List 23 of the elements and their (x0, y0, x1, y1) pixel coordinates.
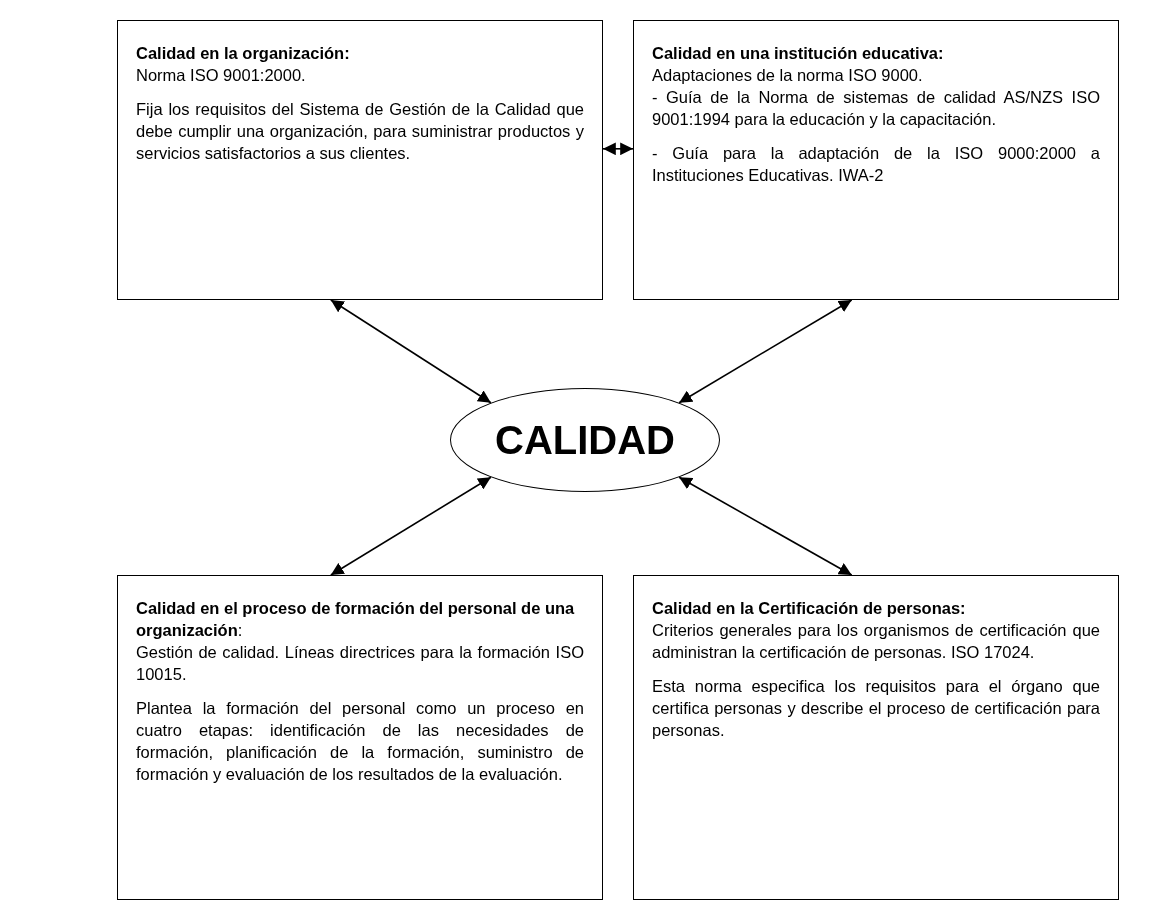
box-paragraph: Gestión de calidad. Líneas directrices para la formación ISO 10015. (136, 641, 584, 685)
text-box (117, 20, 603, 300)
box-paragraph: Esta norma especifica los requisitos para el órgano que certifica personas y describe el proceso de certificación para personas. (652, 675, 1100, 741)
box-heading: Calidad en el proceso de formación del personal de una organización: (136, 598, 576, 641)
double-arrow (330, 299, 492, 404)
text-box (117, 575, 603, 900)
box-heading: Calidad en la Certificación de personas: (652, 598, 967, 619)
text-box (633, 575, 1119, 900)
box-paragraph: Fija los requisitos del Sistema de Gestión de la Calidad que debe cumplir una organización, para suministrar productos y servicios satisfactorios a sus clientes. (136, 98, 584, 164)
box-paragraph: Plantea la formación del personal como un proceso en cuatro etapas: identificación de las necesidades de formación, planificación de la formación, suministro de formación y evaluación de los resultados de la evaluación. (136, 697, 584, 785)
box-paragraph: Criterios generales para los organismos de certificación que administran la certificación de personas. ISO 17024. (652, 619, 1100, 663)
box-heading: Calidad en una institución educativa: (652, 43, 945, 64)
box-paragraph: Adaptaciones de la norma ISO 9000. (652, 64, 924, 86)
box-paragraph: - Guía para la adaptación de la ISO 9000:2000 a Instituciones Educativas. IWA-2 (652, 142, 1100, 186)
box-heading: Calidad en la organización: (136, 43, 351, 64)
double-arrow (678, 299, 853, 404)
text-box (633, 20, 1119, 300)
node-title: CALIDAD (495, 417, 675, 464)
double-arrow (678, 476, 853, 576)
double-arrow (602, 142, 634, 156)
double-arrow (330, 476, 492, 576)
box-paragraph: Norma ISO 9001:2000. (136, 64, 307, 86)
box-paragraph: - Guía de la Norma de sistemas de calidad AS/NZS ISO 9001:1994 para la educación y la capacitación. (652, 86, 1100, 130)
